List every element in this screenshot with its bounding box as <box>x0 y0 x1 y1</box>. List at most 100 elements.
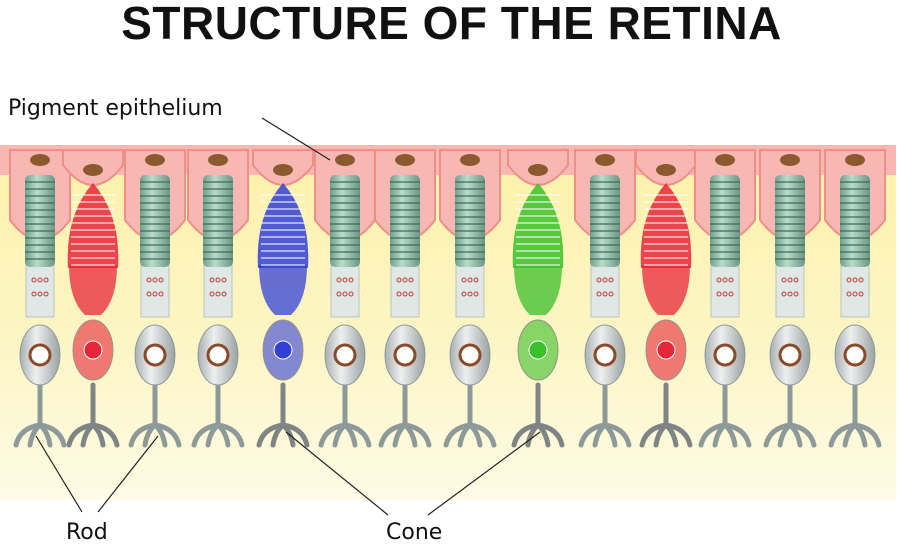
epithelial-nucleus <box>780 154 800 166</box>
diagram-title: STRUCTURE OF THE RETINA <box>121 0 782 49</box>
epithelial-nucleus <box>83 164 103 176</box>
cone-label: Cone <box>386 520 443 545</box>
synaptic-terminal <box>443 382 497 448</box>
photoreceptor-cells <box>13 175 882 448</box>
cone-cell-green <box>511 183 565 448</box>
rod-inner-segment <box>203 264 233 318</box>
mitochondrion <box>781 277 787 283</box>
mitochondrion <box>858 291 864 297</box>
synaptic-terminal <box>511 382 565 448</box>
mitochondrion <box>348 291 354 297</box>
mitochondrion <box>473 291 479 297</box>
pigment-epithelium-label: Pigment epithelium <box>8 96 223 121</box>
rod-nucleus <box>778 343 802 367</box>
cone-cell-red <box>66 183 120 448</box>
cone-inner-segment <box>259 265 307 315</box>
mitochondrion <box>342 291 348 297</box>
synaptic-terminal <box>698 382 752 448</box>
mitochondrion <box>221 291 227 297</box>
synaptic-terminal <box>318 382 372 448</box>
cone-pointer-2 <box>427 431 541 516</box>
mitochondrion <box>728 277 734 283</box>
rod-pointer-1 <box>35 435 83 513</box>
epithelial-nucleus <box>273 164 293 176</box>
mitochondrion <box>467 291 473 297</box>
mitochondrion <box>596 277 602 283</box>
mitochondrion <box>408 291 414 297</box>
rod-cell <box>378 175 432 448</box>
pigment-pointer <box>261 117 331 161</box>
mitochondrion <box>146 277 152 283</box>
mitochondrion <box>602 291 608 297</box>
mitochondrion <box>342 277 348 283</box>
mitochondrion <box>31 277 37 283</box>
rod-inner-segment <box>140 264 170 318</box>
rod-cell <box>763 175 817 448</box>
rod-inner-segment <box>710 264 740 318</box>
mitochondrion <box>793 277 799 283</box>
mitochondrion <box>728 291 734 297</box>
epithelial-nucleus <box>395 154 415 166</box>
mitochondrion <box>215 291 221 297</box>
rod-inner-segment <box>775 264 805 318</box>
rod-cell <box>128 175 182 448</box>
rod-nucleus <box>593 343 617 367</box>
rod-outer-segment <box>710 175 740 267</box>
rod-cell <box>828 175 882 448</box>
rod-label: Rod <box>66 520 108 545</box>
mitochondrion <box>781 291 787 297</box>
mitochondrion <box>209 291 215 297</box>
mitochondrion <box>402 277 408 283</box>
mitochondrion <box>858 277 864 283</box>
cone-inner-segment <box>642 265 690 315</box>
mitochondrion <box>221 277 227 283</box>
synaptic-terminal <box>191 382 245 448</box>
mitochondrion <box>716 291 722 297</box>
synaptic-terminal <box>639 382 693 448</box>
rod-nucleus <box>393 343 417 367</box>
mitochondrion <box>408 277 414 283</box>
epithelial-nucleus <box>145 154 165 166</box>
rod-inner-segment <box>840 264 870 318</box>
rod-inner-segment <box>330 264 360 318</box>
rod-nucleus <box>28 343 52 367</box>
epithelial-nucleus <box>595 154 615 166</box>
mitochondrion <box>722 291 728 297</box>
mitochondrion <box>852 277 858 283</box>
synaptic-terminal <box>763 382 817 448</box>
mitochondrion <box>396 277 402 283</box>
rod-nucleus <box>333 343 357 367</box>
mitochondrion <box>473 277 479 283</box>
mitochondrion <box>43 277 49 283</box>
rod-cell <box>13 175 67 448</box>
epithelial-nucleus <box>460 154 480 166</box>
cone-outer-segment <box>640 183 692 268</box>
rod-cell <box>698 175 752 448</box>
mitochondrion <box>152 291 158 297</box>
mitochondrion <box>846 277 852 283</box>
synaptic-terminal <box>128 382 182 448</box>
mitochondrion <box>158 291 164 297</box>
mitochondrion <box>793 291 799 297</box>
synaptic-terminal <box>378 382 432 448</box>
rod-outer-segment <box>390 175 420 267</box>
rod-inner-segment <box>590 264 620 318</box>
rod-outer-segment <box>775 175 805 267</box>
epithelial-nucleus <box>715 154 735 166</box>
mitochondrion <box>716 277 722 283</box>
mitochondrion <box>146 291 152 297</box>
mitochondrion <box>336 291 342 297</box>
rod-outer-segment <box>140 175 170 267</box>
rod-outer-segment <box>455 175 485 267</box>
rod-inner-segment <box>390 264 420 318</box>
rod-cell <box>191 175 245 448</box>
cone-pointer-1 <box>285 431 389 516</box>
mitochondrion <box>402 291 408 297</box>
rod-outer-segment <box>203 175 233 267</box>
rod-outer-segment <box>330 175 360 267</box>
synaptic-terminal <box>13 382 67 448</box>
mitochondrion <box>846 291 852 297</box>
mitochondrion <box>336 277 342 283</box>
mitochondrion <box>467 277 473 283</box>
